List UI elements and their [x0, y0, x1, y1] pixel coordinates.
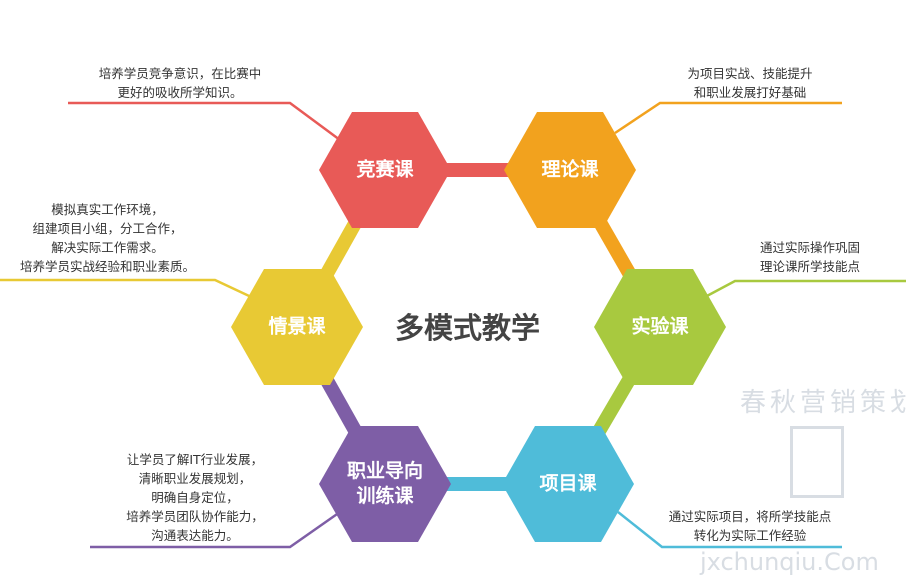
- note-line: 为项目实战、技能提升: [687, 66, 813, 81]
- node-career-label: 职业导向训练课: [320, 459, 450, 509]
- callout-line-blue: [617, 511, 842, 549]
- note-competition: 培养学员竞争意识，在比赛中更好的吸收所学知识。: [80, 64, 280, 102]
- note-line: 培养学员竞争意识，在比赛中: [98, 66, 262, 81]
- callout-line-red: [68, 101, 341, 142]
- hexagon-project: [502, 426, 634, 542]
- note-line: 更好的吸收所学知识。: [117, 85, 243, 100]
- node-theory-label: 理论课: [541, 158, 599, 181]
- node-career-label-line2: 训练课: [356, 485, 414, 507]
- note-line: 模拟真实工作环境，: [51, 202, 164, 217]
- callout-line-orange: [614, 101, 842, 135]
- node-competition-label: 竞赛课: [356, 158, 414, 181]
- node-project-label: 项目课: [539, 472, 597, 495]
- callout-line-green: [704, 279, 906, 299]
- note-line: 培养学员实战经验和职业素质。: [19, 259, 195, 274]
- note-line: 解决实际工作需求。: [51, 240, 164, 255]
- note-line: 清晰职业发展规划，: [138, 471, 252, 486]
- note-line: 理论课所学技能点: [759, 259, 860, 274]
- watermark-seal-logo: [790, 426, 844, 498]
- watermark-text: 春秋营销策划: [740, 388, 906, 418]
- hexagon-competition: [319, 112, 451, 228]
- callout-line-purple: [90, 510, 341, 549]
- node-scenario-label: 情景课: [268, 315, 326, 338]
- note-line: 培养学员团队协作能力，: [126, 509, 264, 524]
- note-line: 通过实际项目，将所学技能点: [668, 509, 832, 524]
- note-career: 让学员了解IT行业发展， 清晰职业发展规划， 明确自身定位， 培养学员团队协作能力， 沟…: [100, 450, 290, 545]
- note-line: 明确自身定位，: [151, 490, 239, 505]
- note-line: 组建项目小组，分工合作，: [32, 221, 183, 236]
- note-scenario: 模拟真实工作环境， 组建项目小组，分工合作， 解决实际工作需求。培养学员实战经验和职…: [5, 200, 210, 276]
- note-project: 通过实际项目，将所学技能点转化为实际工作经验: [640, 507, 860, 545]
- hexagon-experiment: [594, 269, 726, 385]
- hexagon-theory: [504, 112, 636, 228]
- note-line: 沟通表达能力。: [151, 528, 239, 543]
- node-career-label-line1: 职业导向: [346, 460, 423, 482]
- watermark-url: jxchunqiu.Com: [700, 548, 879, 576]
- note-experiment: 通过实际操作巩固理论课所学技能点: [735, 238, 885, 276]
- note-line: 和职业发展打好基础: [693, 85, 807, 100]
- note-line: 让学员了解IT行业发展，: [126, 452, 264, 467]
- note-theory: 为项目实战、技能提升和职业发展打好基础: [660, 64, 840, 102]
- note-line: 转化为实际工作经验: [693, 528, 807, 543]
- center-title: 多模式教学: [395, 311, 541, 345]
- node-experiment-label: 实验课: [631, 315, 689, 338]
- hexagon-career: [319, 426, 451, 542]
- callout-line-yellow: [0, 278, 263, 304]
- note-line: 通过实际操作巩固: [759, 240, 860, 255]
- hexagon-scenario: [231, 269, 363, 385]
